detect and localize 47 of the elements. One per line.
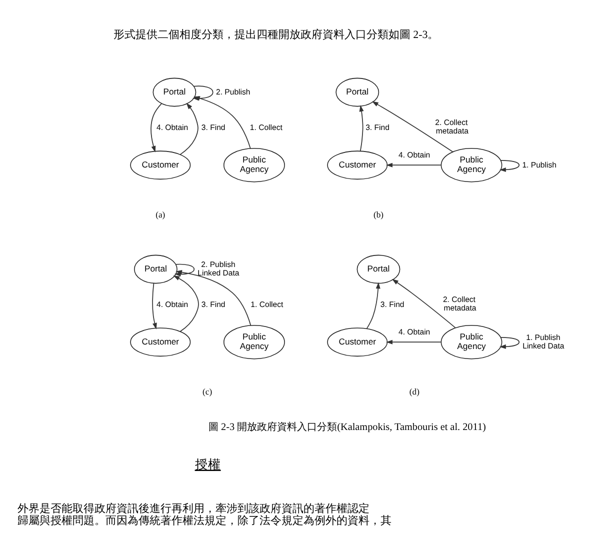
label: (d) <box>409 386 420 396</box>
edge-label: 3. Find <box>201 299 226 308</box>
edge-label: 4. Obtain <box>156 122 188 132</box>
edge-label: 1. Publish <box>522 160 556 169</box>
node-ellipse: Portal <box>152 77 196 106</box>
arrow <box>180 102 198 154</box>
edge-label: 3. Find <box>380 299 404 308</box>
arrow <box>386 339 442 344</box>
node-ellipse: Public Agency <box>224 324 285 359</box>
arrow <box>176 270 252 326</box>
edge-label: 4. Obtain <box>398 150 430 160</box>
caption: 圖 2-3 開放政府資料入口分類(Kalampokis, Tambouris et al. 2011) <box>208 422 486 433</box>
node-ellipse: Customer <box>327 150 388 180</box>
arrow <box>499 336 520 348</box>
arrow <box>359 104 364 151</box>
node-ellipse: Customer <box>130 327 191 356</box>
edge-label: 2. Publish <box>216 87 250 96</box>
node-ellipse: Customer <box>130 150 191 180</box>
arrow <box>386 162 442 167</box>
node-ellipse: Portal <box>134 254 178 284</box>
label: (c) <box>202 386 212 396</box>
edge-label: 4. Obtain <box>398 327 430 336</box>
edge-label: 3. Find <box>366 122 390 132</box>
label: 授權 <box>194 457 221 472</box>
arrow <box>150 102 162 152</box>
arrow <box>392 278 456 328</box>
node-ellipse: Public Agency <box>224 147 285 182</box>
label: 外界是否能取得政府資訊後進行再利用，牽涉到該政府資訊的著作權認定歸屬與授權問題。而因為傳統著作權法規定，除了法令規定為例外的資料，其 <box>18 502 392 526</box>
edge-label: 2. Collect metadata <box>435 118 468 136</box>
edge-label: 2. Publish Linked Data <box>198 259 240 277</box>
edge-label: 2. Collect metadata <box>442 294 476 312</box>
arrow <box>173 274 199 332</box>
arrow <box>152 282 157 329</box>
arrow <box>372 100 454 152</box>
edge-label: 1. Collect <box>250 299 284 308</box>
arrow <box>499 160 520 172</box>
edge-label: 4. Obtain <box>156 299 188 308</box>
edge-label: 1. Collect <box>250 122 282 132</box>
label: (b) <box>373 208 384 219</box>
label: 形式提供二個相度分類，提出四種開放政府資料入口分類如圖 2-3。 <box>113 28 439 41</box>
arrow <box>366 282 380 328</box>
node-ellipse: Public Agency <box>440 147 502 182</box>
node-ellipse: Public Agency <box>440 324 502 359</box>
label: (a) <box>156 208 166 219</box>
edge-label: 1. Publish Linked Data <box>522 332 564 350</box>
edge-label: 3. Find <box>201 122 226 132</box>
node-ellipse: Customer <box>327 327 388 356</box>
